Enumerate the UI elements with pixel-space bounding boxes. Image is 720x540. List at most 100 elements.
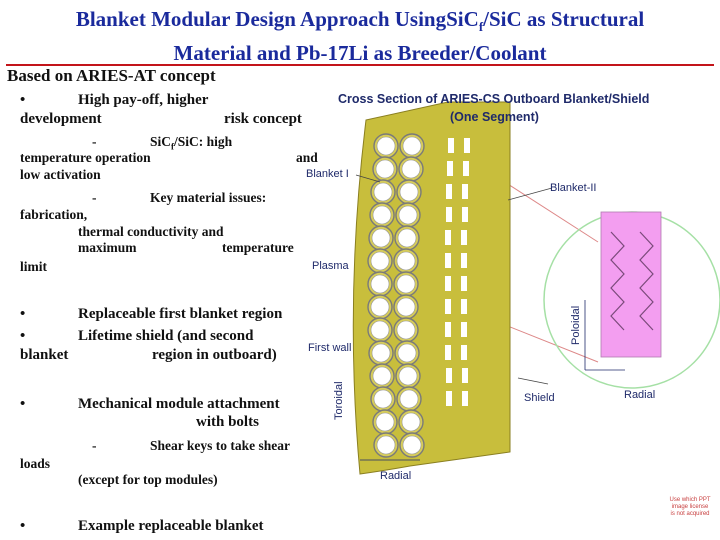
coolant-slot <box>445 299 451 314</box>
tube-channel <box>376 136 396 156</box>
tube-channel <box>401 159 421 179</box>
coolant-slot <box>462 391 468 406</box>
tube-channel <box>398 205 418 225</box>
sub-item-text: limit <box>20 259 47 274</box>
coolant-slot <box>446 368 452 383</box>
label-toroidal: Toroidal <box>333 381 345 420</box>
coolant-slot <box>448 138 454 153</box>
sub-item-text: fabrication, <box>20 207 88 222</box>
coolant-slot <box>445 345 451 360</box>
sub-item-text: low activation <box>20 167 101 182</box>
bullet-text: with bolts <box>196 414 259 430</box>
coolant-slots <box>445 138 470 406</box>
tube-channel <box>373 389 393 409</box>
coolant-slot <box>446 184 452 199</box>
tube-channel <box>396 320 416 340</box>
tube-channel <box>397 343 417 363</box>
title-line-2: Material and Pb-17Li as Breeder/Coolant <box>173 41 547 66</box>
coolant-slot <box>461 322 467 337</box>
label-plasma: Plasma <box>312 260 349 272</box>
sub-item-text: SiCf/SiC: high <box>150 134 233 152</box>
coolant-slot <box>446 207 452 222</box>
bullet-text: risk concept <box>224 111 302 127</box>
detail-channel-line <box>610 231 625 331</box>
coolant-slot <box>461 253 467 268</box>
coolant-slot <box>462 184 468 199</box>
label-blanket-1: Blanket I <box>306 168 349 180</box>
label-blanket-2: Blanket-II <box>550 182 597 194</box>
sub-item-text: loads <box>20 456 51 471</box>
label-shield: Shield <box>524 392 555 404</box>
coolant-slot <box>461 299 467 314</box>
tube-channel <box>373 182 393 202</box>
figure-subtitle: (One Segment) <box>450 110 539 124</box>
tube-channel <box>370 297 390 317</box>
sub-item-text: temperature operation <box>20 150 151 165</box>
coolant-slot <box>445 230 451 245</box>
detail-channel-line <box>639 231 654 331</box>
tube-channel <box>370 251 390 271</box>
bullet-text: Mechanical module attachment <box>78 396 280 412</box>
tube-channel <box>399 182 419 202</box>
sub-item-text: Shear keys to take shear <box>150 438 290 453</box>
coolant-slot <box>445 253 451 268</box>
tube-channel <box>397 228 417 248</box>
sub-item-text: maximum <box>78 240 137 255</box>
sub-item-text: (except for top modules) <box>78 472 218 487</box>
bullet-text: Lifetime shield (and second <box>78 328 254 344</box>
tube-channel <box>399 389 419 409</box>
tube-channel <box>398 366 418 386</box>
coolant-slot <box>462 368 468 383</box>
watermark-stamp: Use which PPT image license is not acqui… <box>669 497 711 517</box>
sub-item-text: thermal conductivity and <box>78 224 224 239</box>
dash-marker: - <box>92 438 97 453</box>
pointer-line <box>507 187 553 201</box>
tube-channel <box>401 412 421 432</box>
tube-channel <box>375 159 395 179</box>
coolant-slot <box>461 230 467 245</box>
title-divider <box>6 64 714 66</box>
tube-channel <box>375 412 395 432</box>
bullet-marker: • <box>20 328 26 344</box>
title-line-1: Blanket Modular Design Approach UsingSiC… <box>75 7 645 35</box>
coolant-slot <box>464 138 470 153</box>
bullet-marker: • <box>20 396 26 412</box>
tube-channel <box>371 228 391 248</box>
label-poloidal: Poloidal <box>570 305 582 345</box>
bullet-text: Example replaceable blanket <box>78 518 264 534</box>
tube-channel <box>370 274 390 294</box>
tube-channel <box>372 205 392 225</box>
slide-title: Blanket Modular Design Approach UsingSiC… <box>0 6 720 67</box>
bullet-text: blanket <box>20 347 69 363</box>
bullet-marker: • <box>20 518 26 534</box>
label-radial: Radial <box>380 470 412 482</box>
tube-channel <box>371 343 391 363</box>
coolant-slot <box>461 276 467 291</box>
tube-channel <box>396 251 416 271</box>
detail-blanket-panel <box>600 211 662 358</box>
section-heading: Based on ARIES-AT concept <box>7 66 216 85</box>
tube-channel <box>370 320 390 340</box>
coolant-slot <box>445 276 451 291</box>
coolant-slot <box>462 207 468 222</box>
bullet-marker: • <box>20 306 26 322</box>
tube-channel <box>396 274 416 294</box>
tube-channel <box>402 136 422 156</box>
figure-title: Cross Section of ARIES-CS Outboard Blank… <box>338 92 650 106</box>
dash-marker: - <box>92 134 97 149</box>
coolant-slot <box>461 345 467 360</box>
coolant-slot <box>447 161 453 176</box>
sub-item-text: and <box>296 150 318 165</box>
tube-channel <box>402 435 422 455</box>
coolant-slot <box>463 161 469 176</box>
bullet-text: development <box>20 111 102 127</box>
tube-channel <box>376 435 396 455</box>
tube-channel <box>372 366 392 386</box>
sub-item-text: temperature <box>222 240 294 255</box>
coolant-slot <box>445 322 451 337</box>
pointer-line <box>355 174 381 183</box>
bullet-text: High pay-off, higher <box>78 92 209 108</box>
label-radial-detail: Radial <box>624 389 656 401</box>
bullet-marker: • <box>20 92 26 108</box>
